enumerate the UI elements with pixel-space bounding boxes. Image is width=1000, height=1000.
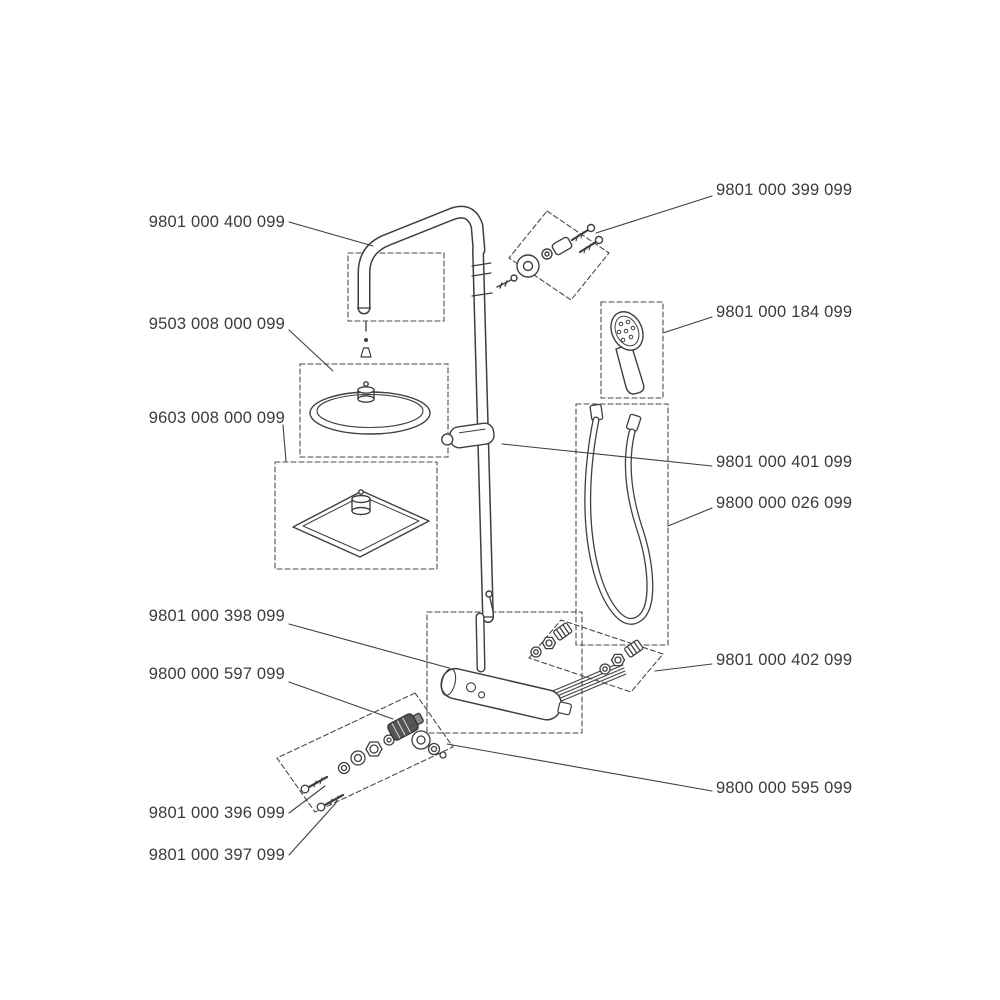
wall-bracket-drawing	[516, 223, 604, 278]
part-label-wall-bracket: 9801 000 399 099	[716, 181, 853, 199]
part-label-hand-shower: 9801 000 184 099	[716, 303, 853, 321]
leader-pipe-holder	[501, 443, 713, 467]
hose-drawing	[584, 403, 654, 625]
leader-wall-bracket	[595, 195, 713, 234]
part-label-connector-set: 9801 000 402 099	[716, 651, 853, 669]
bracket-screw-2	[578, 235, 604, 254]
part-label-screw-set-b: 9801 000 397 099	[148, 846, 285, 864]
handle-parts-box	[276, 692, 454, 813]
leader-hand-shower	[662, 316, 713, 334]
leader-handle-set	[446, 743, 713, 792]
square-overhead-drawing	[292, 489, 430, 558]
bracket-screw-1	[570, 223, 596, 242]
leader-screw-set-a	[288, 785, 326, 814]
round-head-box	[299, 363, 449, 458]
part-label-hose: 9800 000 026 099	[716, 494, 853, 512]
part-label-pipe-holder: 9801 000 401 099	[716, 453, 853, 471]
part-label-overhead-square: 9603 008 000 099	[148, 409, 285, 427]
square-head-box	[274, 461, 438, 570]
round-overhead-drawing	[309, 381, 431, 435]
part-label-shower-arm: 9801 000 400 099	[148, 213, 285, 231]
hose-box	[575, 403, 669, 646]
leader-screw-set-b	[288, 802, 337, 856]
part-label-cartridge-set: 9800 000 597 099	[148, 665, 285, 683]
part-label-handle-set: 9800 000 595 099	[716, 779, 853, 797]
handle-parts-drawing	[300, 712, 447, 812]
hand-shower-box	[600, 301, 664, 399]
leader-lines	[282, 195, 713, 856]
part-label-overhead-round: 9503 008 000 099	[148, 315, 285, 333]
arm-box	[347, 252, 445, 322]
leader-shower-arm	[288, 221, 374, 247]
valve-body-drawing	[440, 612, 627, 721]
riser-top-screw	[496, 274, 518, 289]
connector-box	[528, 619, 664, 693]
leader-hose	[667, 507, 713, 527]
leader-cartridge-set	[288, 681, 394, 720]
cartridge	[387, 712, 424, 741]
connector-set-drawing	[530, 622, 644, 675]
riser-bottom-screw	[485, 590, 494, 612]
screw-a	[300, 775, 329, 794]
leader-connector-set	[654, 663, 713, 672]
bracket-box	[508, 210, 610, 301]
valve-box	[426, 611, 583, 734]
leader-overhead-square	[282, 424, 287, 462]
hand-shower-drawing	[610, 311, 645, 395]
leader-body-unit	[288, 623, 450, 669]
leader-overhead-round	[288, 329, 334, 372]
part-label-screw-set-a: 9801 000 396 099	[148, 804, 285, 822]
screw-b	[316, 793, 345, 812]
part-label-body-unit: 9801 000 398 099	[148, 607, 285, 625]
group-boxes	[274, 210, 669, 813]
pipe-holder-drawing	[441, 422, 495, 449]
